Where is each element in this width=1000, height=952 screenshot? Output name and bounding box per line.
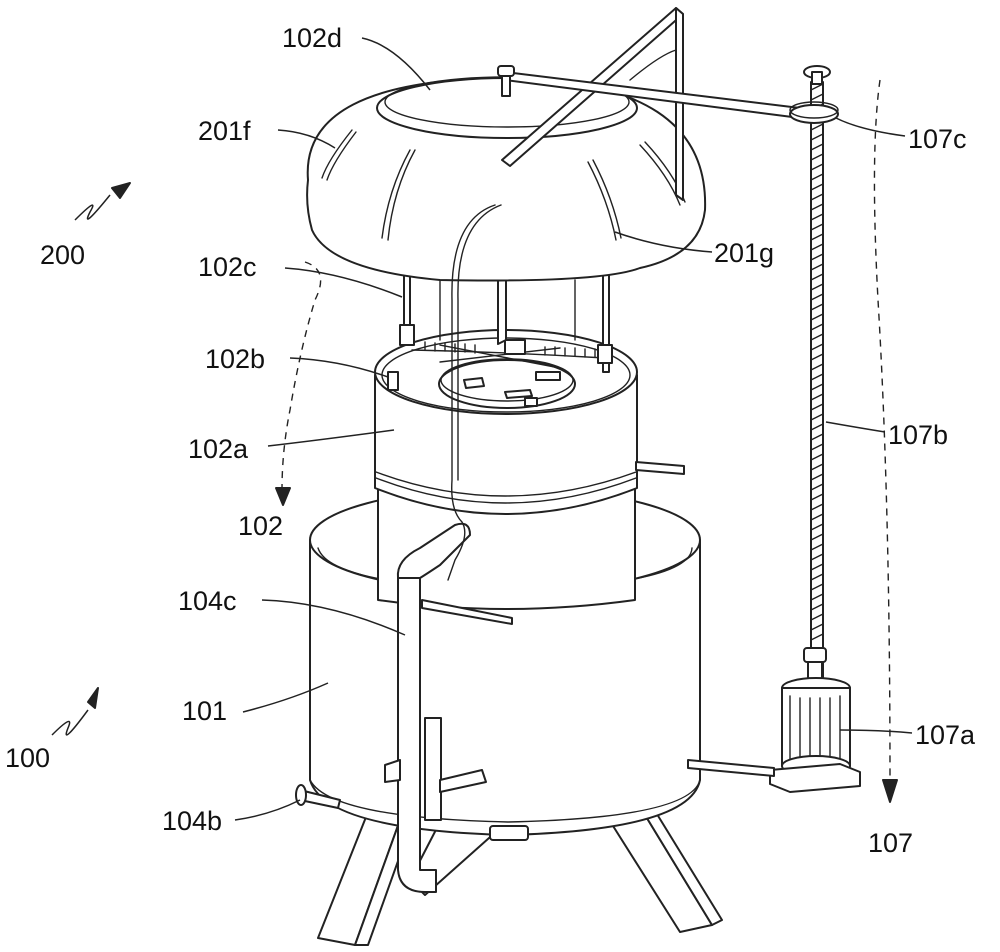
label-104c: 104c [178, 586, 237, 616]
label-107b: 107b [888, 420, 948, 450]
arrow-200 [111, 182, 131, 199]
reference-labels: 102d 201f 200 102c 201g 107c 102b 102a 1… [5, 23, 976, 858]
label-102: 102 [238, 511, 283, 541]
label-102c: 102c [198, 252, 257, 282]
label-102d: 102d [282, 23, 342, 53]
label-201g: 201g [714, 238, 774, 268]
mushroom-cover-102d [306, 76, 707, 282]
lift-mechanism-107 [687, 65, 861, 793]
label-100: 100 [5, 743, 50, 773]
label-104b: 104b [162, 806, 222, 836]
return-pipe-104c [295, 204, 513, 893]
group-indicators [51, 79, 898, 803]
label-201f: 201f [198, 116, 251, 146]
label-102b: 102b [205, 344, 265, 374]
label-107: 107 [868, 828, 913, 858]
leader-lines [234, 37, 913, 821]
label-200: 200 [40, 240, 85, 270]
arrow-102 [275, 487, 291, 506]
arrow-100 [87, 687, 99, 709]
label-101: 101 [182, 696, 227, 726]
label-107a: 107a [915, 720, 976, 750]
label-107c: 107c [908, 124, 967, 154]
arrow-107 [882, 779, 898, 803]
rotating-plate-102b [411, 339, 606, 409]
label-102a: 102a [188, 434, 249, 464]
